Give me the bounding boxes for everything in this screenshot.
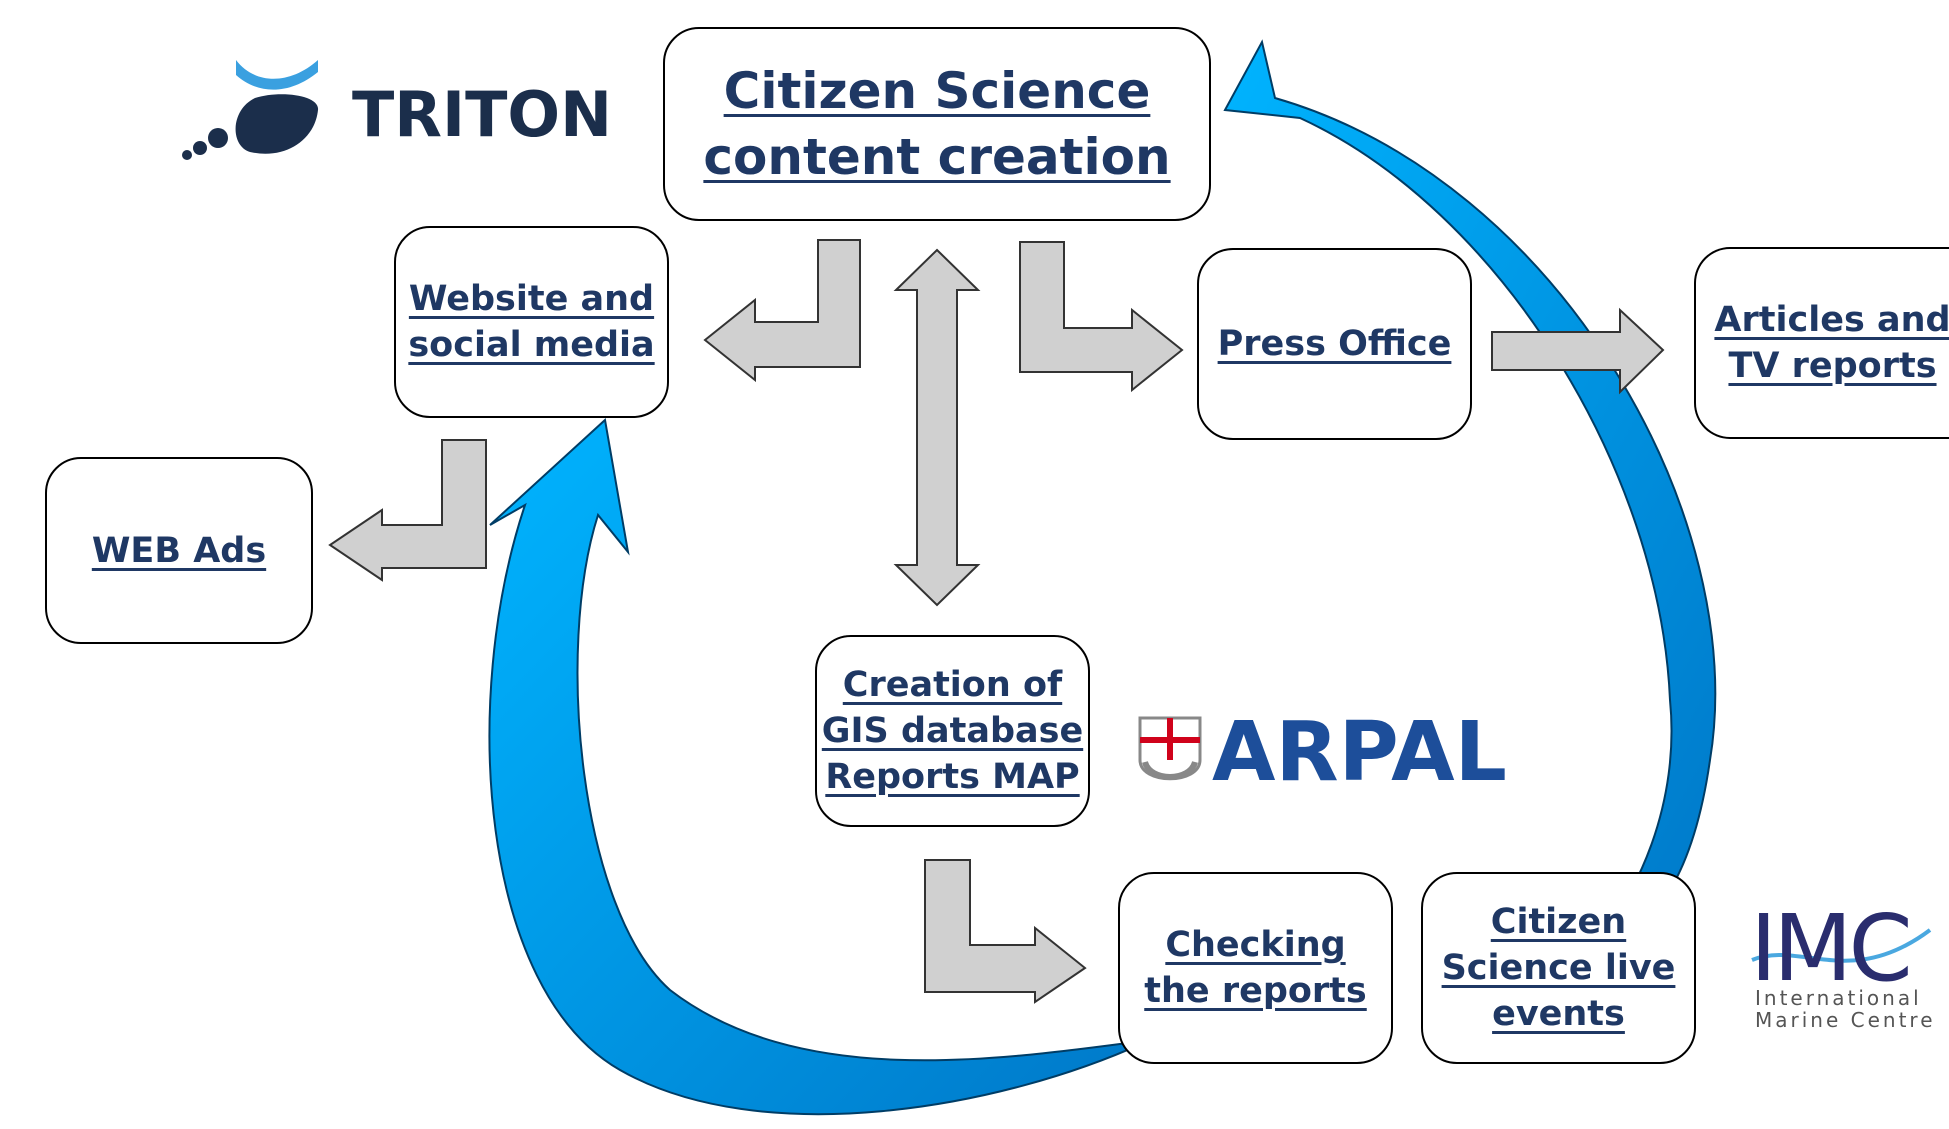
node-press-office: Press Office (1197, 248, 1472, 440)
arpal-shield-icon (1138, 716, 1202, 781)
imc-subtitle-2: Marine Centre (1755, 1008, 1936, 1032)
node-articles-tv-reports: Articles and TV reports (1694, 247, 1949, 439)
triton-logo: TRITON (352, 78, 612, 151)
node-label: Citizen Science content creation (703, 62, 1171, 186)
triton-logo-icon (182, 60, 319, 160)
arrow-to-checking (924, 859, 1087, 1004)
node-label: Website and social media (408, 279, 655, 365)
node-label: Creation of GIS database Reports MAP (821, 665, 1084, 797)
node-label: Checking the reports (1144, 925, 1367, 1011)
imc-logo: IMC (1750, 895, 1913, 1002)
cycle-arrow-left (488, 418, 1151, 1116)
node-label: Citizen Science live events (1441, 902, 1676, 1034)
imc-wave-icon (1751, 928, 1932, 963)
node-label: Articles and TV reports (1714, 300, 1949, 386)
node-checking-reports: Checking the reports (1118, 872, 1393, 1064)
arrow-to-articles (1491, 307, 1665, 395)
imc-subtitle-1: International (1755, 986, 1922, 1010)
node-website-social-media: Website and social media (394, 226, 669, 418)
arrow-to-website (703, 239, 861, 383)
node-web-ads: WEB Ads (45, 457, 313, 644)
arpal-logo: ARPAL (1212, 705, 1507, 800)
node-citizen-science-content-creation: Citizen Science content creation (663, 27, 1211, 221)
node-citizen-science-live-events: Citizen Science live events (1421, 872, 1696, 1064)
node-gis-database: Creation of GIS database Reports MAP (815, 635, 1090, 827)
arrow-bidirectional (893, 248, 981, 607)
cycle-arrow-right (1223, 39, 1717, 961)
node-label: Press Office (1217, 324, 1452, 364)
arrow-to-press-office (1019, 241, 1184, 393)
arrow-to-web-ads (328, 439, 487, 582)
node-label: WEB Ads (91, 530, 267, 571)
